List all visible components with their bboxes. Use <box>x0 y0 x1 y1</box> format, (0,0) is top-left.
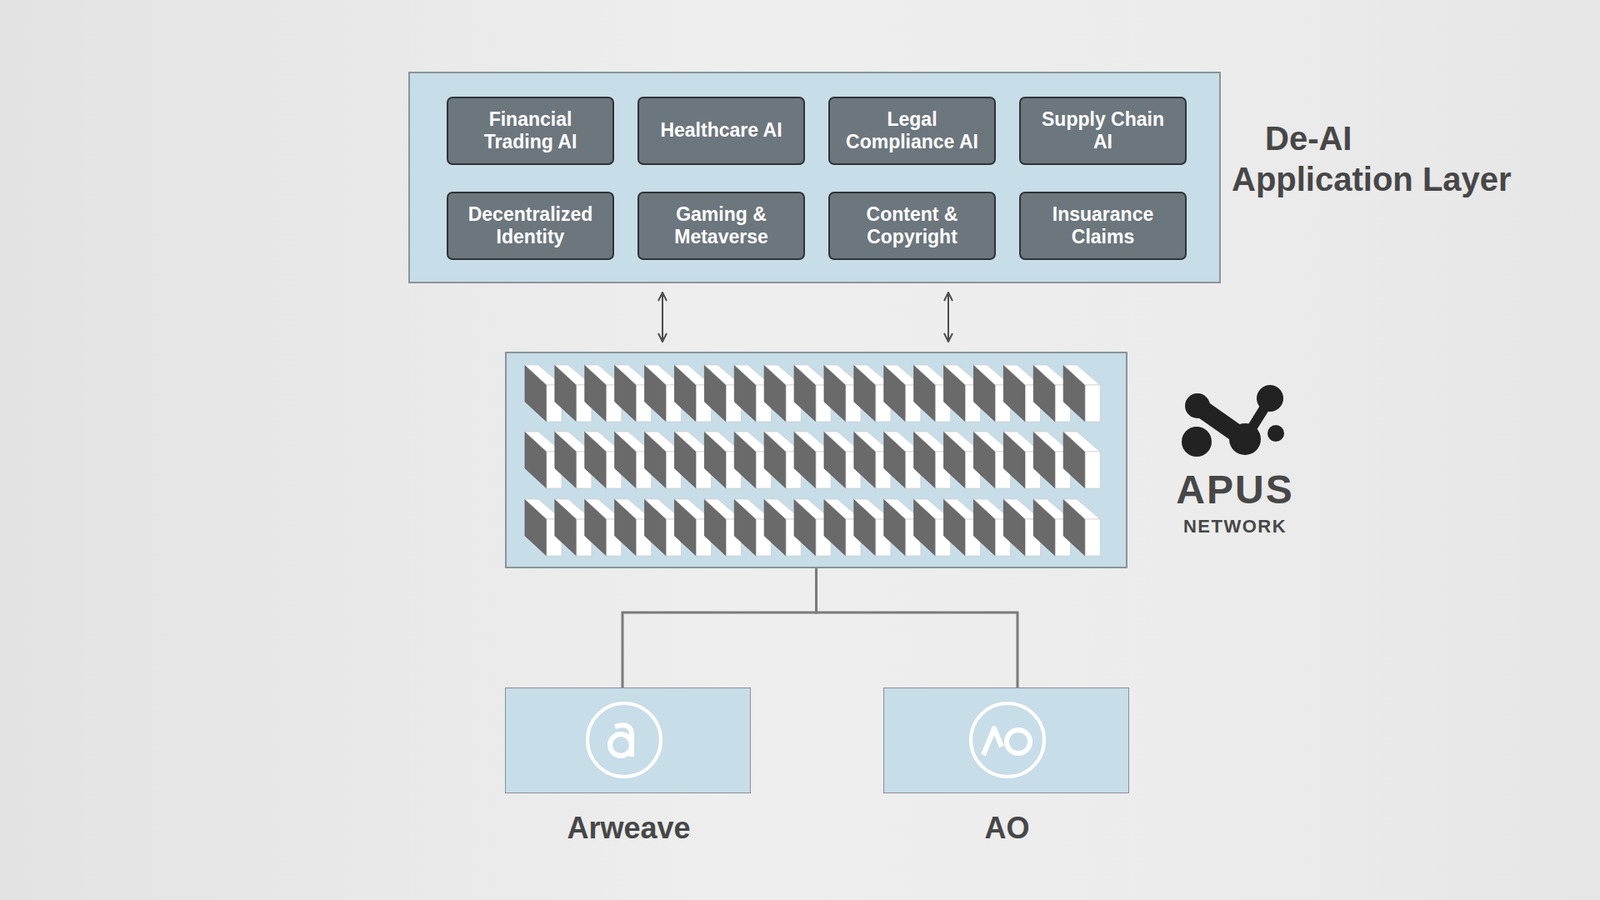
logo-dot <box>1181 426 1212 457</box>
heading-label: Arweave <box>505 810 752 845</box>
heading-label: NETWORK <box>1155 516 1315 537</box>
link-line <box>816 568 1019 688</box>
application-box: Financial Trading AI <box>446 96 615 165</box>
heading-label: AO <box>884 810 1130 845</box>
double-arrow <box>661 292 664 342</box>
heading-label: APUS <box>1155 468 1315 513</box>
label-holder: Arweave <box>505 810 752 845</box>
box-label: Legal Compliance AI <box>845 108 980 154</box>
compute-box: AO <box>883 687 1130 794</box>
application-box: Healthcare AI <box>637 96 805 165</box>
label-holder: APUS <box>1155 468 1315 513</box>
logo-dot <box>1229 423 1261 455</box>
link-line <box>622 568 817 688</box>
label-holder: De-AI Application Layer <box>1231 118 1528 200</box>
heading-label: De-AI Application Layer <box>1231 118 1528 200</box>
logo-link <box>1197 405 1245 440</box>
network-box: APUSNETWORK <box>505 351 1128 569</box>
application-box: Content & Copyright <box>828 191 996 260</box>
application-box: Insuarance Claims <box>1019 191 1187 260</box>
box-label: Insuarance Claims <box>1035 203 1170 249</box>
box-label: Healthcare AI <box>660 119 782 142</box>
application-box: Supply Chain AI <box>1019 96 1187 165</box>
logo-dot <box>1256 385 1284 412</box>
box-label: Decentralized Identity <box>463 203 598 249</box>
application-box: Legal Compliance AI <box>828 96 996 165</box>
application-box: Decentralized Identity <box>446 191 615 260</box>
network-logo <box>1181 385 1285 457</box>
box-label: Supply Chain AI <box>1035 108 1170 154</box>
box-label: Gaming & Metaverse <box>654 203 789 249</box>
logo-dot <box>1267 425 1285 442</box>
logo-dot <box>1185 393 1210 419</box>
label-holder: NETWORK <box>1155 516 1315 537</box>
application-layer-box: De-AI Application LayerFinancial Trading… <box>408 71 1221 284</box>
application-box: Gaming & Metaverse <box>637 191 805 260</box>
box-label: Financial Trading AI <box>463 108 598 154</box>
storage-box: Arweave <box>505 687 751 794</box>
logo-link <box>1245 401 1269 440</box>
box-label: Content & Copyright <box>845 203 980 249</box>
double-arrow <box>947 292 950 342</box>
label-holder: AO <box>884 810 1130 845</box>
